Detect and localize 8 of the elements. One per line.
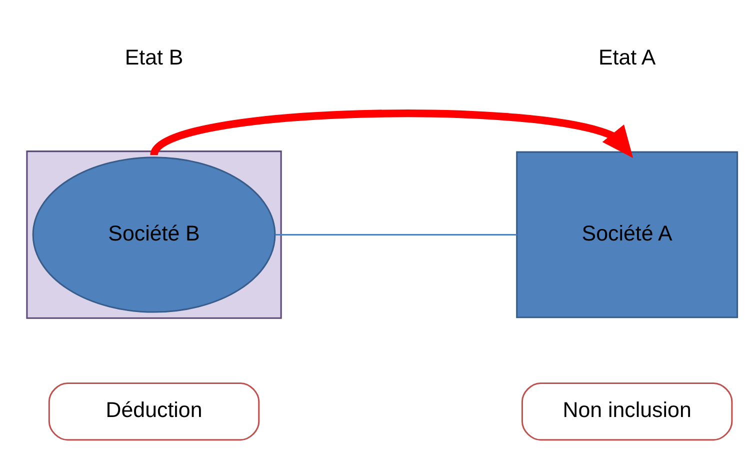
arrow [150,109,634,158]
node-box: Déduction [48,382,260,440]
label: Etat A [598,44,656,69]
label: Etat B [124,44,184,69]
node-ellipse: Société B [32,156,276,312]
node-box: Non inclusion [521,382,733,440]
node-box: Société A [516,150,738,318]
connector [275,233,517,235]
